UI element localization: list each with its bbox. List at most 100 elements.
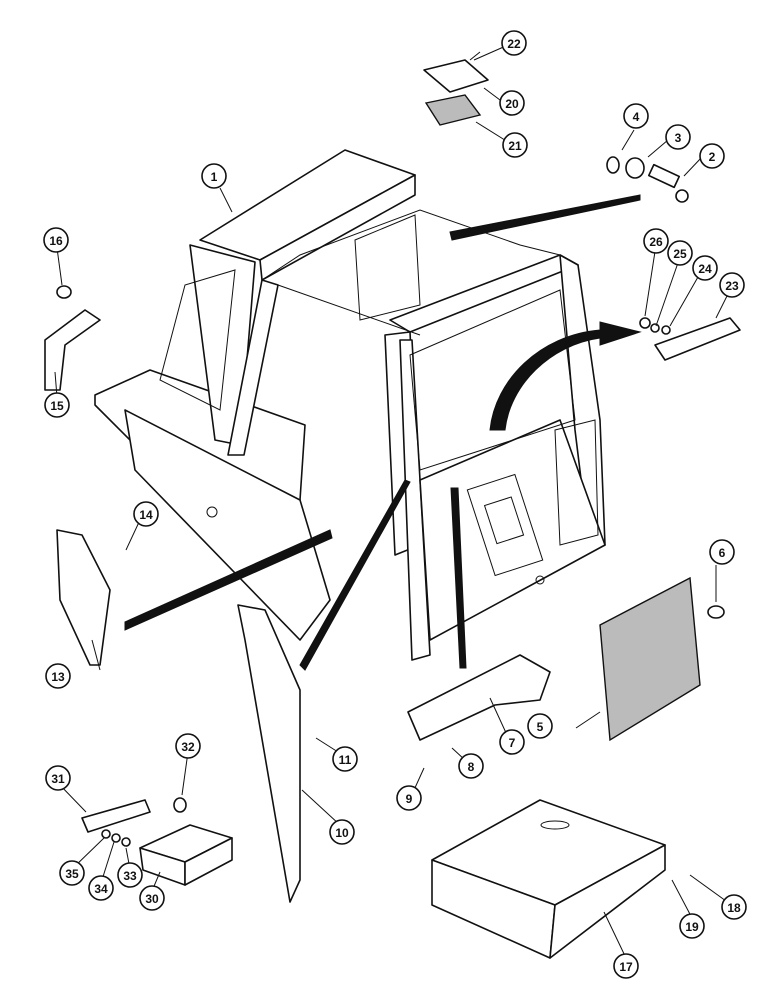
callout-circle — [117, 862, 143, 888]
callout-circle — [88, 875, 114, 901]
pointer-wedge-7 — [450, 487, 467, 669]
callout-circle — [699, 143, 725, 169]
callout-17: 17 — [613, 953, 639, 979]
callout-circle — [499, 90, 525, 116]
roof-plate-assembly — [423, 51, 489, 126]
callout-7: 7 — [499, 729, 525, 755]
callout-circle — [501, 30, 527, 56]
callout-circle — [59, 860, 85, 886]
callout-14: 14 — [133, 501, 159, 527]
callout-16: 16 — [43, 227, 69, 253]
callout-circle — [133, 501, 159, 527]
callout-3: 3 — [665, 124, 691, 150]
callout-26: 26 — [643, 228, 669, 254]
callout-label: 2 — [709, 150, 716, 164]
callout-circle — [667, 240, 693, 266]
callout-9: 9 — [396, 785, 422, 811]
callout-label: 4 — [633, 110, 640, 124]
callout-20: 20 — [499, 90, 525, 116]
callout-25: 25 — [667, 240, 693, 266]
callout-8: 8 — [458, 753, 484, 779]
callout-circle — [175, 733, 201, 759]
callout-label: 17 — [619, 960, 633, 974]
cover-17 — [431, 799, 666, 959]
callout-label: 3 — [675, 131, 682, 145]
callout-circle — [499, 729, 525, 755]
callout-circle — [623, 103, 649, 129]
side-panel-13 — [56, 529, 111, 666]
callout-31: 31 — [45, 765, 71, 791]
callout-2: 2 — [699, 143, 725, 169]
pointer-wedge-10 — [299, 479, 411, 671]
callout-circle — [721, 894, 747, 920]
callout-circle — [719, 272, 745, 298]
callout-6: 6 — [709, 539, 735, 565]
callout-label: 22 — [507, 37, 521, 51]
plug-6 — [707, 605, 725, 619]
callout-30: 30 — [139, 885, 165, 911]
callout-34: 34 — [88, 875, 114, 901]
callout-circle — [709, 539, 735, 565]
callout-label: 23 — [725, 279, 739, 293]
callout-label: 5 — [537, 720, 544, 734]
callout-label: 20 — [505, 97, 519, 111]
callout-label: 6 — [719, 546, 726, 560]
callout-32: 32 — [175, 733, 201, 759]
callout-label: 31 — [51, 772, 65, 786]
callout-circle — [332, 746, 358, 772]
callout-22: 22 — [501, 30, 527, 56]
callout-circle — [139, 885, 165, 911]
pointer-wedge-13 — [124, 529, 333, 631]
callout-circle — [679, 913, 705, 939]
latch-assembly — [639, 317, 741, 361]
callout-24: 24 — [692, 255, 718, 281]
callout-label: 10 — [335, 826, 349, 840]
callout-33: 33 — [117, 862, 143, 888]
callout-label: 8 — [468, 760, 475, 774]
callout-label: 30 — [145, 892, 159, 906]
floor-mat-5 — [599, 576, 701, 742]
callout-group: 1234567891011131415161718192021222324252… — [43, 30, 747, 979]
callout-label: 11 — [339, 753, 352, 767]
callout-circle — [502, 132, 528, 158]
callout-label: 16 — [49, 234, 63, 248]
callout-label: 21 — [508, 139, 522, 153]
callout-35: 35 — [59, 860, 85, 886]
callout-circle — [45, 765, 71, 791]
callout-5: 5 — [527, 713, 553, 739]
callout-21: 21 — [502, 132, 528, 158]
callout-label: 9 — [406, 792, 413, 806]
callout-label: 32 — [181, 740, 195, 754]
strap-31 — [81, 799, 151, 833]
callout-circle — [643, 228, 669, 254]
callout-label: 35 — [65, 867, 79, 881]
callout-18: 18 — [721, 894, 747, 920]
callout-13: 13 — [45, 663, 71, 689]
callout-circle — [44, 392, 70, 418]
cab-frame — [94, 149, 606, 661]
callout-circle — [329, 819, 355, 845]
toolbox-30 — [139, 824, 233, 886]
callout-circle — [692, 255, 718, 281]
callout-label: 7 — [509, 736, 516, 750]
callout-circle — [613, 953, 639, 979]
knob-32 — [173, 797, 187, 813]
callout-23: 23 — [719, 272, 745, 298]
callout-circle — [396, 785, 422, 811]
callout-label: 1 — [211, 170, 218, 184]
callout-label: 33 — [123, 869, 137, 883]
handle-bracket — [44, 285, 101, 391]
trim-strip-10 — [237, 604, 301, 903]
callout-label: 15 — [50, 399, 64, 413]
callout-label: 25 — [673, 247, 687, 261]
callout-label: 19 — [685, 920, 699, 934]
callout-circle — [665, 124, 691, 150]
callout-label: 26 — [649, 235, 663, 249]
callout-4: 4 — [623, 103, 649, 129]
callout-circle — [43, 227, 69, 253]
callout-10: 10 — [329, 819, 355, 845]
callout-label: 18 — [727, 901, 741, 915]
callout-label: 13 — [51, 670, 65, 684]
pointer-arrow-23 — [489, 321, 642, 431]
